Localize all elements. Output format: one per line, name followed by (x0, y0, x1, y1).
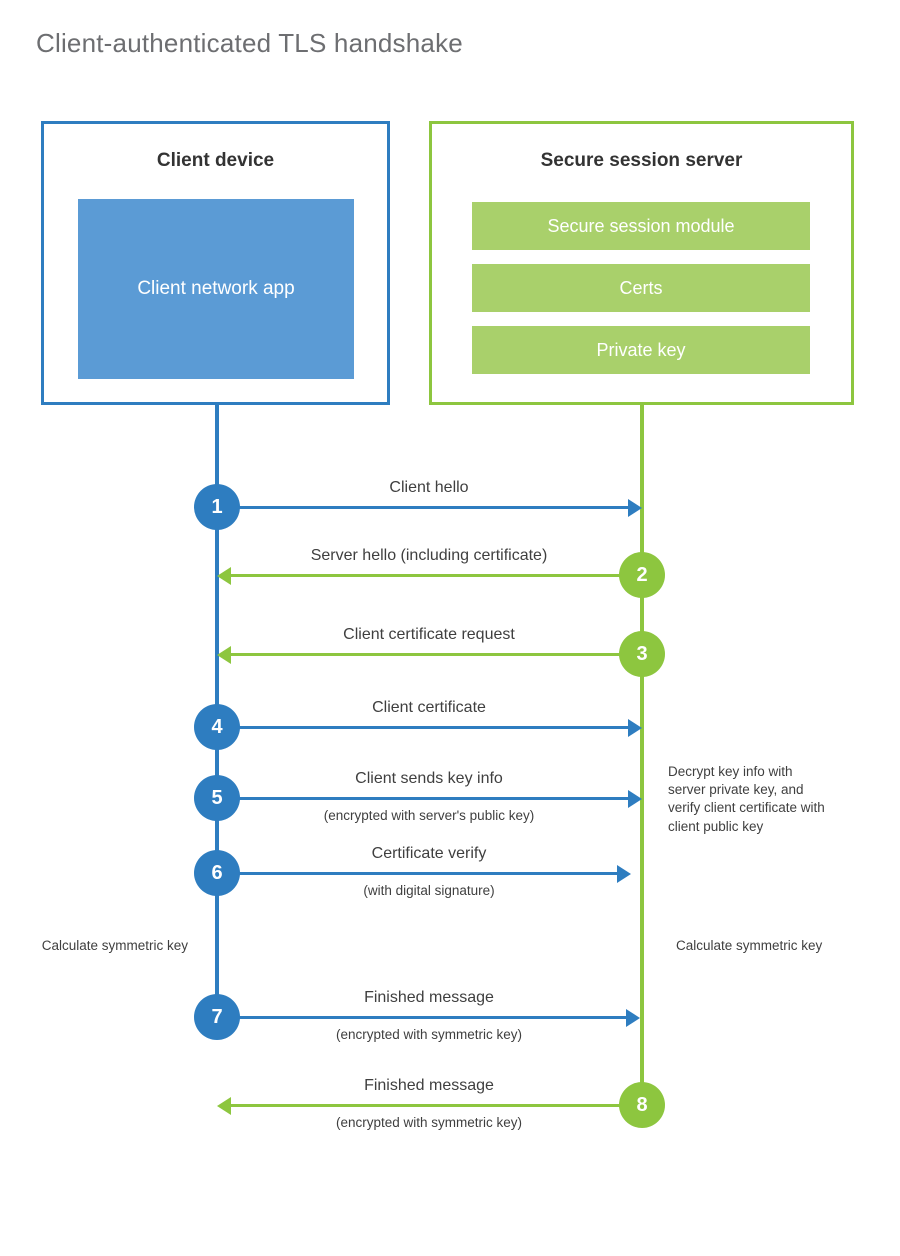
client-device-title: Client device (156, 150, 275, 171)
page-title: Client-authenticated TLS handshake (36, 28, 463, 58)
step-circle-5[interactable]: 5 (194, 775, 240, 821)
arrow-head-right-6 (617, 865, 631, 883)
arrow-head-left-8 (217, 1097, 231, 1115)
message-sublabel-6: (with digital signature) (363, 883, 495, 898)
arrow-shaft-1 (217, 506, 628, 509)
message-label-7: Finished message (364, 989, 494, 1006)
message-sublabel-8: (encrypted with symmetric key) (335, 1115, 523, 1130)
annotation-client-calculate-symmetric-key: Calculate symmetric key (41, 938, 188, 953)
message-label-6: Certificate verify (371, 845, 487, 862)
arrow-shaft-2 (231, 574, 642, 577)
server-block-private-key: Private key (472, 326, 810, 374)
arrow-head-left-3 (217, 646, 231, 664)
secure-session-server-title: Secure session server (540, 150, 743, 171)
arrow-shaft-4 (217, 726, 628, 729)
message-label-8: Finished message (364, 1077, 494, 1094)
server-block-secure-session-module: Secure session module (472, 202, 810, 250)
message-sublabel-7: (encrypted with symmetric key) (335, 1027, 523, 1042)
arrow-shaft-3 (231, 653, 642, 656)
arrow-head-left-2 (217, 567, 231, 585)
message-label-2: Server hello (including certificate) (310, 547, 548, 564)
arrow-shaft-8 (231, 1104, 642, 1107)
step-circle-6[interactable]: 6 (194, 850, 240, 896)
arrow-shaft-6 (217, 872, 617, 875)
arrow-head-right-1 (628, 499, 642, 517)
arrow-head-right-4 (628, 719, 642, 737)
secure-session-server-box: Secure session server Secure session mod… (429, 121, 854, 405)
message-label-5: Client sends key info (355, 770, 503, 787)
annotation-server-decrypt: Decrypt key info with server private key… (668, 764, 825, 834)
step-circle-8[interactable]: 8 (619, 1082, 665, 1128)
client-device-box: Client device Client network app (41, 121, 390, 405)
client-network-app-block: Client network app (78, 199, 354, 379)
message-sublabel-5: (encrypted with server's public key) (323, 808, 535, 823)
step-circle-3[interactable]: 3 (619, 631, 665, 677)
message-label-1: Client hello (389, 479, 469, 496)
annotation-server-calculate-symmetric-key: Calculate symmetric key (676, 938, 823, 953)
step-circle-2[interactable]: 2 (619, 552, 665, 598)
step-circle-4[interactable]: 4 (194, 704, 240, 750)
step-circle-1[interactable]: 1 (194, 484, 240, 530)
server-block-certs: Certs (472, 264, 810, 312)
message-label-4: Client certificate (372, 699, 486, 716)
arrow-head-right-5 (628, 790, 642, 808)
step-circle-7[interactable]: 7 (194, 994, 240, 1040)
arrow-shaft-7 (217, 1016, 626, 1019)
message-label-3: Client certificate request (343, 626, 515, 643)
arrow-head-right-7 (626, 1009, 640, 1027)
arrow-shaft-5 (217, 797, 628, 800)
server-lifeline (640, 405, 644, 1105)
